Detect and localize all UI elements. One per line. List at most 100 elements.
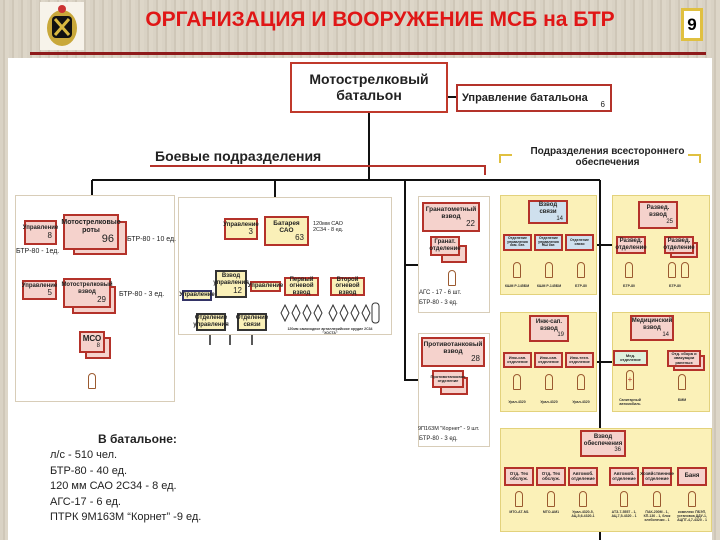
cplt-ctrl-label: Управление (179, 292, 215, 299)
truck-icon (513, 374, 521, 390)
truck-icon (577, 374, 585, 390)
page-title: ОРГАНИЗАЦИЯ И ВООРУЖЕНИЕ МСБ на БТР (145, 8, 615, 31)
antitank-label: Противотанковый взвод (423, 340, 483, 355)
vehicle-icon (620, 491, 628, 507)
engineer-veh-2: Урал-4320 (540, 400, 558, 404)
battalion-box: Мотострелковый батальон (290, 62, 448, 113)
antitank-section-box: Противотанковое отделение (431, 370, 465, 388)
antitank-btr: БТР-80 - 3 ед. (419, 436, 458, 442)
grenade-btr: БТР-80 - 3 ед. (419, 300, 458, 306)
engineer-sec-2-label: Инж-сап. отделение (538, 354, 559, 364)
supply-section-label: Автомоб. отделение (571, 470, 595, 481)
fire-platoon-1-box: Первый огневой взвод (284, 277, 319, 296)
combat-units-heading: Боевые подразделения (155, 148, 322, 164)
fire2-label: Второй огневой взвод (335, 276, 360, 296)
supply-vehicle-caption: Урал-4320-5, АЦ-5,6-4320-1 (571, 510, 595, 519)
supply-label: Взвод обеспечения (583, 433, 623, 447)
engineer-sec-3: Инж-техн. отделение (565, 352, 594, 368)
companies-count: 96 (101, 233, 114, 246)
supply-section: Хозяйственное отделение (640, 467, 674, 486)
title-divider (30, 52, 706, 55)
summary-line: ПТРК 9М163М “Корнет” -9 ед. (50, 511, 202, 523)
company-ctrl-label: Управление (22, 225, 59, 232)
grenade-label: Гранатометный взвод (425, 205, 477, 220)
vehicle-icon (625, 262, 633, 278)
supply-vehicle-caption: комплекс ПБЭП, установка ДДУ-1, АЦПТ-4,7… (677, 510, 707, 523)
engineer-veh-1: Урал-4320 (508, 400, 526, 404)
engineer-sec-1: Инж-сап. отделение (503, 352, 532, 368)
recon-sec-1-label: Развед. отделение (615, 238, 647, 251)
battery-ctrl-count: 3 (248, 227, 253, 237)
ags-count: АГС - 17 - 6 шт. (419, 290, 462, 296)
supply-vehicle-caption: МТО-АТ-М1 (509, 510, 529, 514)
summary-line: 120 мм САО 2С34 - 8 ед. (50, 480, 177, 492)
recon-sec-2: Развед. отделение (663, 236, 695, 254)
vehicle-icon (547, 491, 555, 507)
vehicle-icon (681, 262, 689, 278)
supply-section: Автомоб. отделение (609, 467, 639, 486)
signal-veh-3: БТР-80 (575, 284, 587, 288)
medical-sec-1-label: Мед. отделение (620, 352, 641, 362)
grenade-sec-label: Гранат. отделение (429, 239, 461, 252)
cplt-ctrl-box: Управление (179, 290, 215, 301)
signal-count: 14 (556, 215, 563, 222)
vehicle-icon (515, 491, 523, 507)
cplt-count: 12 (233, 285, 242, 295)
vehicle-icon (653, 491, 661, 507)
support-units-heading: Подразделения всестороннего обеспечения (530, 146, 685, 168)
fctrl-label: Управление (247, 283, 284, 290)
platoon-btr: БТР-80 - 3 ед. (119, 291, 165, 298)
battery-ctrl-label: Управление (223, 221, 259, 228)
recon-veh-2: БТР-80 (669, 284, 681, 288)
recon-sec-1: Развед. отделение (615, 236, 647, 254)
grenade-count: 22 (466, 219, 475, 229)
companies-btr: БТР-80 - 10 ед. (127, 236, 177, 243)
summary-line: АГС-17 - 6 ед. (50, 495, 121, 508)
medical-veh-2: БММ (677, 398, 687, 402)
ctrl-section-box: Отделение управления (193, 313, 229, 331)
medical-sec-1: Мед. отделение (613, 350, 648, 366)
signal-sec-1: Отделение управления ком. бат. (503, 234, 532, 251)
vehicle-icon (513, 262, 521, 278)
medical-sec-2: Отд. сбора и эвакуации раненых (667, 350, 701, 367)
mso-count: 8 (96, 343, 100, 350)
medical-count: 14 (662, 331, 669, 338)
supply-section: Баня (677, 467, 707, 486)
guns-caption: 120мм самоходное артиллерийское орудие 2… (287, 327, 373, 336)
medical-label: Медицинский взвод (631, 318, 673, 331)
engineer-sec-2: Инж-сап. отделение (534, 352, 563, 368)
summary-title: В батальоне: (98, 432, 177, 446)
supply-section-label: Автомоб. отделение (612, 470, 636, 481)
hq-label: Управление батальона (462, 91, 588, 104)
supply-section-label: Отд. Тех обслуж. (541, 470, 561, 481)
fire-platoon-2-box: Второй огневой взвод (330, 277, 365, 296)
engineer-count: 19 (557, 332, 564, 339)
grenade-section-box: Гранат. отделение (429, 236, 461, 256)
signal-veh-1: КШМ Р-145БМ (504, 284, 530, 288)
sec2-label: Отделение связи (235, 315, 269, 328)
supply-section-label: Хозяйственное отделение (640, 470, 674, 481)
emblem-logo (40, 2, 84, 50)
recon-sec-2-label: Развед. отделение (663, 238, 695, 251)
signal-sec-3: Отделение связи (565, 234, 594, 251)
recon-veh-1: БТР-80 (623, 284, 635, 288)
battery-count: 63 (295, 233, 304, 243)
btr-vehicle-icon (448, 270, 456, 286)
supply-vehicle-caption: АТЗ-7-5557 - 1, АЦ-7,5-4320 - 1 (611, 510, 637, 519)
signal-section-box: Отделение связи (235, 313, 269, 331)
hq-count: 6 (600, 100, 605, 109)
truck-icon (545, 374, 553, 390)
battalion-hq-box: Управление батальона 6 (456, 84, 612, 112)
supply-count: 36 (614, 447, 621, 454)
sec1-label: Отделение управления (193, 315, 229, 328)
vehicle-icon (668, 262, 676, 278)
summary-line: л/с - 510 чел. (50, 449, 118, 461)
engineer-sec-3-label: Инж-техн. отделение (569, 354, 590, 364)
